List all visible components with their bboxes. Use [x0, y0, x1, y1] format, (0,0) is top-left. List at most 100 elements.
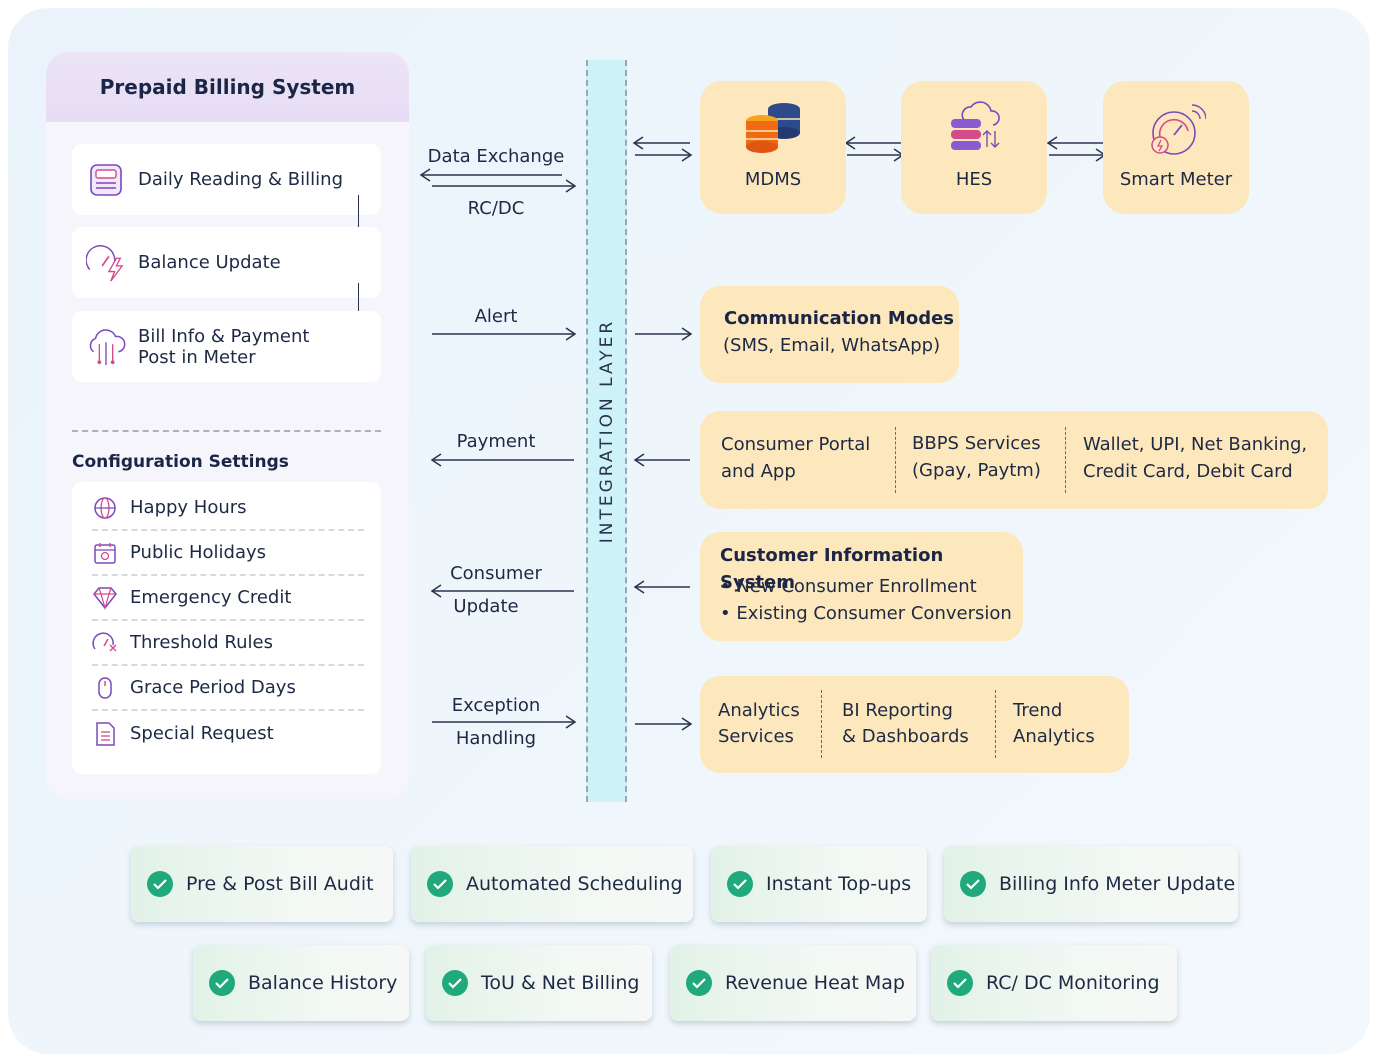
- divider: [72, 430, 381, 432]
- check-icon: [727, 871, 753, 897]
- feature-label: RC/ DC Monitoring: [986, 972, 1160, 994]
- config-label: Public Holidays: [130, 542, 267, 563]
- label-rc-dc: RC/DC: [467, 198, 525, 219]
- analytics-text: & Dashboards: [842, 726, 969, 747]
- payment-option-wallet: Wallet, UPI, Net Banking, Credit Card, D…: [1083, 431, 1307, 485]
- payment-text: (Gpay, Paytm): [912, 460, 1041, 481]
- feature-chip: ToU & Net Billing: [426, 945, 652, 1021]
- calendar-icon: [92, 541, 118, 565]
- label-handling: Handling: [455, 728, 537, 749]
- payment-text: Wallet, UPI, Net Banking,: [1083, 434, 1308, 455]
- flow-line: [358, 283, 359, 337]
- check-icon: [209, 970, 235, 996]
- analytics-text: BI Reporting: [842, 700, 953, 721]
- payment-option-portal: Consumer Portal and App: [721, 431, 870, 485]
- cis-bullet: • Existing Consumer Conversion: [720, 603, 1012, 624]
- feature-chip: Balance History: [193, 945, 409, 1021]
- bi-reporting: BI Reporting & Dashboards: [842, 698, 969, 750]
- check-icon: [960, 871, 986, 897]
- globe-icon: [92, 496, 118, 520]
- analytics-box: Analytics Services BI Reporting & Dashbo…: [700, 676, 1129, 773]
- cis-box: Customer Information System • New Consum…: [700, 532, 1023, 641]
- step-balance-update: Balance Update: [72, 227, 381, 298]
- panel-title: Prepaid Billing System: [46, 52, 409, 122]
- payment-text: Consumer Portal: [721, 434, 871, 455]
- node-label: Smart Meter: [1119, 169, 1233, 190]
- check-icon: [947, 970, 973, 996]
- feature-label: Billing Info Meter Update: [999, 873, 1236, 895]
- node-hes: HES: [901, 81, 1047, 214]
- speedometer-bolt-icon: [86, 243, 126, 283]
- divider: [895, 427, 896, 493]
- divider: [995, 690, 996, 758]
- cis-bullet: • New Consumer Enrollment: [720, 576, 977, 597]
- diamond-icon: [92, 586, 118, 610]
- config-item-public-holidays: Public Holidays: [92, 531, 364, 576]
- node-label: HES: [955, 169, 993, 190]
- integration-layer: INTEGRATION LAYER: [586, 60, 627, 802]
- config-item-special-request: Special Request: [92, 711, 364, 756]
- check-icon: [427, 871, 453, 897]
- config-list: Happy Hours Public Holidays Emergency Cr…: [72, 482, 381, 774]
- node-mdms: MDMS: [700, 81, 846, 214]
- config-label: Grace Period Days: [130, 677, 296, 698]
- config-label: Threshold Rules: [130, 632, 273, 653]
- config-title: Configuration Settings: [72, 452, 289, 472]
- label-consumer: Consumer: [450, 563, 542, 584]
- label-payment: Payment: [456, 431, 536, 452]
- comm-title: Communication Modes: [724, 308, 955, 329]
- node-smart-meter: Smart Meter: [1103, 81, 1249, 214]
- analytics-services: Analytics Services: [718, 698, 800, 750]
- config-item-happy-hours: Happy Hours: [92, 486, 364, 531]
- flow-line: [358, 195, 359, 250]
- feature-label: Instant Top-ups: [766, 873, 912, 895]
- comm-sub: (SMS, Email, WhatsApp): [723, 335, 941, 356]
- cloud-circuit-icon: [86, 327, 126, 367]
- feature-chip: RC/ DC Monitoring: [931, 945, 1177, 1021]
- meter-icon: [86, 160, 126, 200]
- config-item-grace-period: Grace Period Days: [92, 666, 364, 711]
- config-item-emergency-credit: Emergency Credit: [92, 576, 364, 621]
- feature-chip: Automated Scheduling: [411, 846, 693, 922]
- divider: [1065, 427, 1066, 493]
- step-label: Bill Info & Payment: [138, 325, 310, 347]
- config-label: Happy Hours: [130, 497, 247, 518]
- gauge-icon: [92, 631, 118, 655]
- feature-chip: Instant Top-ups: [711, 846, 927, 922]
- feature-chip: Pre & Post Bill Audit: [131, 846, 393, 922]
- document-icon: [92, 721, 118, 747]
- check-icon: [686, 970, 712, 996]
- analytics-text: Analytics: [1013, 726, 1095, 747]
- label-alert: Alert: [474, 306, 518, 327]
- config-label: Emergency Credit: [130, 587, 292, 608]
- feature-label: Pre & Post Bill Audit: [186, 873, 374, 895]
- step-daily-reading: Daily Reading & Billing: [72, 144, 381, 215]
- check-icon: [147, 871, 173, 897]
- divider: [821, 690, 822, 758]
- analytics-text: Analytics: [718, 700, 800, 721]
- label-exception: Exception: [451, 695, 541, 716]
- node-label: MDMS: [744, 169, 802, 190]
- communication-modes-box: Communication Modes (SMS, Email, WhatsAp…: [700, 286, 959, 383]
- config-item-threshold-rules: Threshold Rules: [92, 621, 364, 666]
- analytics-text: Services: [718, 726, 794, 747]
- cis-title: Customer Information System: [720, 545, 944, 593]
- feature-label: Automated Scheduling: [466, 873, 683, 895]
- config-label: Special Request: [130, 723, 274, 744]
- payment-option-bbps: BBPS Services (Gpay, Paytm): [912, 430, 1041, 484]
- label-data-exchange: Data Exchange: [427, 146, 565, 167]
- analytics-text: Trend: [1013, 700, 1063, 721]
- step-label: Post in Meter: [138, 346, 256, 368]
- feature-label: ToU & Net Billing: [481, 972, 640, 994]
- cis-bullet-text: Existing Consumer Conversion: [736, 603, 1012, 624]
- label-update: Update: [453, 596, 519, 617]
- prepaid-billing-panel: Prepaid Billing System Daily Reading & B…: [46, 52, 409, 799]
- cloud-server-icon: [945, 101, 1003, 164]
- feature-label: Balance History: [248, 972, 398, 994]
- check-icon: [442, 970, 468, 996]
- feature-label: Revenue Heat Map: [725, 972, 905, 994]
- mouse-icon: [92, 675, 118, 701]
